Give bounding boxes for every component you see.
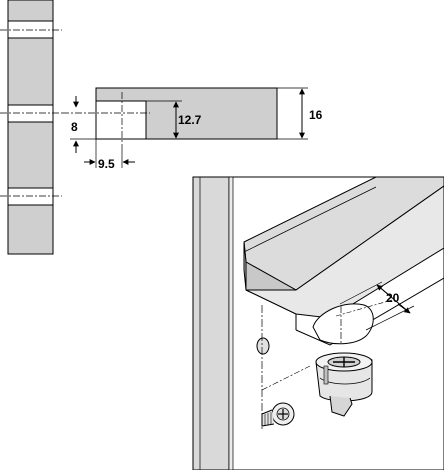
bore-pocket <box>95 100 147 140</box>
bore-band-top <box>7 20 54 39</box>
dowel-hole <box>256 337 270 355</box>
bore-band-middle <box>7 104 54 123</box>
connecting-bolt <box>261 402 295 427</box>
dimension-bore-depth: 12.7 <box>146 100 202 139</box>
cam-lock-housing <box>315 352 373 417</box>
cam-diameter-label: 20 <box>386 291 400 305</box>
dimension-panel-thickness: 16 <box>277 87 323 140</box>
panel-thickness-label: 16 <box>309 108 323 122</box>
bore-band-bottom <box>7 187 54 206</box>
edge-distance-label: 9.5 <box>98 157 115 171</box>
dimension-edge-distance: 9.5 <box>84 139 135 171</box>
hole-offset-label: 8 <box>71 120 78 134</box>
bore-depth-label: 12.7 <box>178 113 202 127</box>
panel-section <box>62 87 278 150</box>
dimension-hole-offset: 8 <box>70 96 96 153</box>
dimension-cam-diameter: 20 <box>339 281 415 331</box>
assembly-illustration: 20 <box>192 176 444 470</box>
vertical-panel-section <box>0 0 62 255</box>
